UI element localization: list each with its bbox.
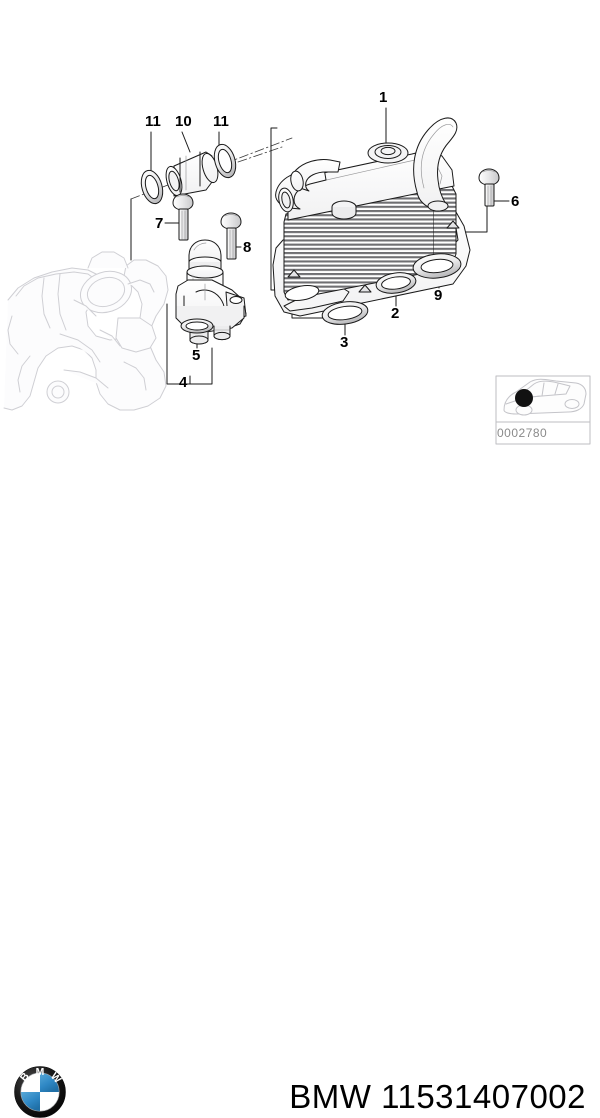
o-ring-part-5 (180, 318, 214, 334)
o-ring-part-11-right (213, 143, 237, 179)
engine-block-ghost (3, 251, 169, 411)
parts-diagram-canvas (3, 107, 591, 445)
footer-bar: B M W BMW 11531407002 (0, 530, 600, 1118)
callout-11-right: 11 (213, 113, 229, 130)
callout-9: 9 (434, 287, 443, 304)
callout-7: 7 (155, 215, 164, 232)
bolt-part-6 (478, 168, 500, 207)
callout-8: 8 (243, 239, 252, 256)
connector-pipe-part-10 (165, 151, 219, 197)
callout-6: 6 (511, 193, 520, 210)
inset-reference-code: 0002780 (497, 426, 548, 440)
callout-4: 4 (179, 374, 188, 391)
callout-1: 1 (379, 89, 388, 106)
o-ring-part-3 (321, 301, 369, 325)
callout-2: 2 (391, 305, 400, 322)
svg-text:M: M (36, 1067, 45, 1078)
callout-10: 10 (175, 113, 192, 130)
o-ring-part-11-left (140, 169, 164, 205)
callout-11-left: 11 (145, 113, 161, 130)
callout-3: 3 (340, 334, 349, 351)
o-ring-part-9 (412, 253, 462, 279)
vehicle-location-inset (495, 375, 591, 445)
oil-cooler-part-1 (272, 117, 471, 317)
bolt-part-7 (172, 193, 194, 241)
bolt-part-8 (220, 212, 242, 260)
bmw-roundel-logo: B M W (14, 1066, 66, 1118)
o-ring-part-2 (375, 272, 417, 294)
part-number-label: BMW 11531407002 (289, 1078, 586, 1115)
callout-5: 5 (192, 347, 201, 364)
